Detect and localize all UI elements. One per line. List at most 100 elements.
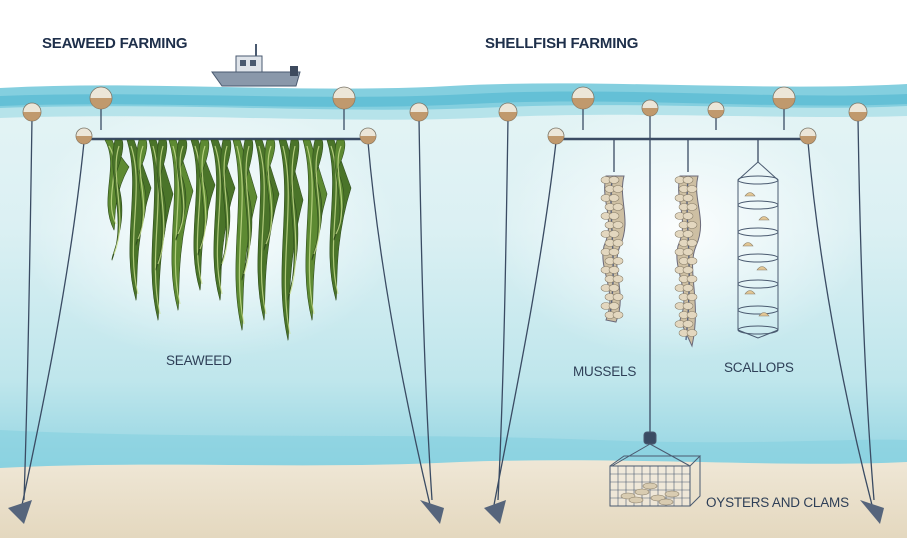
- seaweed-strand: [311, 139, 324, 261]
- boat-icon: [211, 44, 301, 87]
- seaweed-strand: [287, 139, 300, 301]
- mooring-line: [367, 141, 431, 506]
- water-surface-band: [0, 91, 907, 107]
- buoy-shade: [410, 112, 428, 121]
- mussel-shell: [686, 257, 698, 265]
- lantern-net-ring: [737, 253, 779, 263]
- lantern-net-ring: [737, 305, 779, 315]
- mooring-line: [23, 117, 33, 501]
- lantern-net-ring: [737, 279, 779, 289]
- scallop: [744, 192, 756, 197]
- mussel-shell: [608, 284, 620, 292]
- buoy-shade: [642, 108, 658, 116]
- seaweed-highlight: [243, 145, 251, 275]
- oyster: [642, 482, 658, 490]
- seaweed-highlight: [221, 145, 229, 265]
- mussel-shell: [686, 275, 698, 283]
- seaweed-highlight: [306, 145, 315, 315]
- mussel-rope-icon: [600, 175, 702, 348]
- seaweed-highlight: [265, 145, 273, 245]
- seaweed-highlight: [113, 145, 121, 255]
- anchor-icon: [8, 500, 884, 524]
- seaweed-highlight: [214, 145, 223, 295]
- shellfish-farming-heading: SHELLFISH FARMING: [485, 35, 639, 52]
- seaweed-highlight: [282, 145, 291, 335]
- mooring-line: [857, 117, 875, 501]
- mussel-shell: [686, 293, 698, 301]
- seaweed-highlight: [330, 145, 339, 295]
- oyster: [628, 496, 644, 504]
- mussel-shell: [608, 248, 620, 256]
- mussel-shell: [608, 230, 620, 238]
- buoy-shade: [499, 112, 517, 121]
- mussel-shell: [608, 212, 620, 220]
- mussel-shell: [612, 311, 624, 319]
- mussel-shell: [612, 275, 624, 283]
- mussel-shell: [682, 266, 694, 274]
- buoy-shade: [76, 136, 92, 144]
- scallop-lantern-net-icon: [737, 161, 779, 339]
- lantern-net-ring: [737, 175, 779, 185]
- seaweed-highlight: [108, 145, 117, 225]
- mussels-label: MUSSELS: [573, 364, 637, 379]
- buoy-shade: [800, 136, 816, 144]
- water-light-glow-right: [490, 100, 870, 360]
- mussel-shell: [682, 176, 694, 184]
- buoy-shade: [548, 136, 564, 144]
- seaweed-highlight: [199, 145, 207, 250]
- seaweed-highlight: [137, 145, 145, 240]
- seaweed-farming-heading: SEAWEED FARMING: [42, 35, 188, 52]
- seaweed-label: SEAWEED: [166, 353, 232, 368]
- seaweed-highlight: [172, 145, 181, 305]
- scallop: [744, 290, 756, 295]
- scallop: [742, 242, 754, 247]
- mussel-shell: [612, 203, 624, 211]
- mussel-shell: [612, 239, 624, 247]
- seaweed-highlight: [313, 145, 321, 255]
- oysters-and-clams-label: OYSTERS AND CLAMS: [706, 495, 849, 510]
- buoy-shade: [360, 136, 376, 144]
- buoy-shade: [572, 98, 594, 109]
- seaweed-strand: [111, 139, 124, 261]
- seaweed-icon: [104, 139, 352, 341]
- mussel-shell: [682, 212, 694, 220]
- mooring-line: [807, 141, 873, 506]
- scallop: [758, 216, 770, 221]
- mussel-shell: [682, 284, 694, 292]
- seaweed-farm-rigging: [21, 108, 433, 506]
- seaweed-highlight: [335, 145, 343, 235]
- lantern-net-ring: [737, 227, 779, 237]
- mussel-shell: [686, 203, 698, 211]
- oyster: [664, 490, 680, 498]
- mussel-shell: [608, 266, 620, 274]
- water-surface-foam: [0, 105, 907, 120]
- seaweed-highlight: [130, 145, 139, 295]
- seaweed-highlight: [157, 145, 165, 265]
- mussel-shell: [686, 221, 698, 229]
- mussel-shell: [608, 302, 620, 310]
- mussel-shell: [608, 176, 620, 184]
- mussel-shell: [682, 248, 694, 256]
- buoy-shade: [773, 98, 795, 109]
- mussel-shell: [686, 185, 698, 193]
- mooring-line: [21, 141, 85, 506]
- mussel-shell: [612, 293, 624, 301]
- buoy-shade: [333, 98, 355, 109]
- seaweed-highlight: [289, 145, 297, 295]
- buoy-shade: [708, 110, 724, 118]
- mooring-line: [418, 117, 433, 501]
- mussel-shell: [612, 257, 624, 265]
- mussel-shell: [686, 329, 698, 337]
- mussel-shell: [686, 311, 698, 319]
- scallop: [758, 312, 770, 317]
- scallop: [756, 266, 768, 271]
- mussel-shell: [608, 194, 620, 202]
- oyster-cage-icon: [609, 431, 702, 507]
- sky: [0, 0, 907, 90]
- buoy-shade: [23, 112, 41, 121]
- mussel-shell: [682, 230, 694, 238]
- seaweed-strand: [197, 139, 210, 256]
- mussel-shell: [682, 302, 694, 310]
- mussel-shell: [682, 320, 694, 328]
